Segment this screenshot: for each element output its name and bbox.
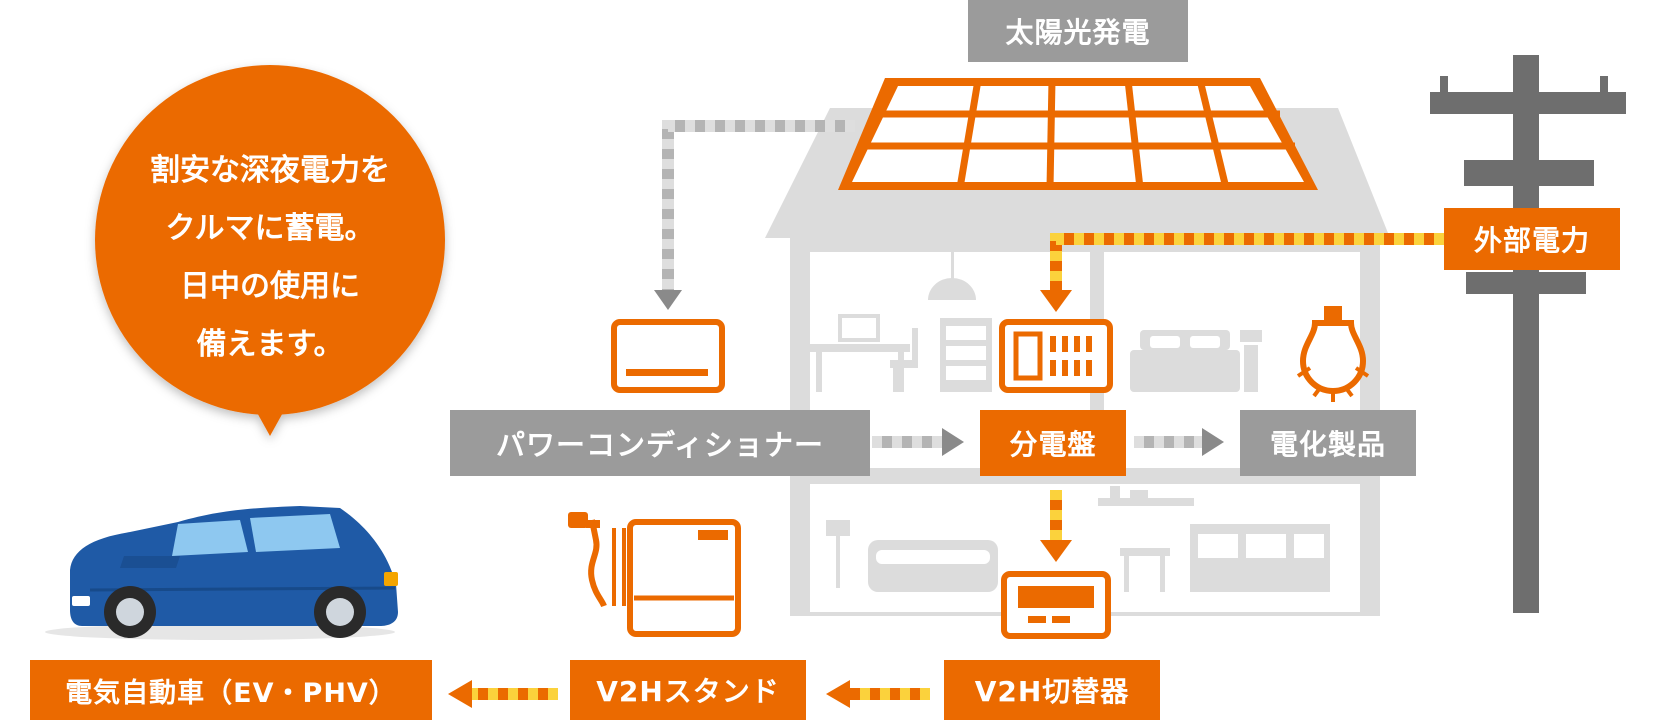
electric-car-icon	[45, 506, 398, 640]
power-conditioner-icon	[611, 319, 725, 393]
v2h-switch-icon	[1001, 571, 1111, 639]
speech-bubble	[95, 65, 445, 436]
external-power-line	[1040, 233, 1444, 312]
distribution-board-icon	[999, 319, 1113, 393]
solar-to-conditioner-line	[654, 120, 855, 310]
speech-bubble-text: 割安な深夜電力を クルマに蓄電。 日中の使用に 備えます。	[70, 142, 470, 374]
bubble-line: クルマに蓄電。	[165, 211, 375, 246]
bubble-line: 割安な深夜電力を	[150, 153, 390, 188]
switch-to-stand-arrow	[826, 680, 930, 708]
bubble-line: 日中の使用に	[180, 269, 360, 304]
power-conditioner-label: パワーコンディショナー	[450, 410, 870, 476]
stand-to-ev-arrow	[448, 680, 558, 708]
external-power-label: 外部電力	[1444, 208, 1620, 270]
v2h-switch-label: V2H切替器	[944, 660, 1160, 720]
v2h-stand-icon	[568, 512, 741, 637]
ev-label: 電気自動車（EV・PHV）	[30, 660, 432, 720]
utility-pole-icon	[1430, 55, 1626, 613]
board-to-switch-arrow	[1040, 490, 1072, 562]
bubble-line: 備えます。	[196, 327, 344, 362]
v2h-stand-label: V2Hスタンド	[570, 660, 806, 720]
solar-panel-icon	[838, 78, 1318, 190]
appliances-label: 電化製品	[1240, 410, 1416, 476]
distribution-board-label: 分電盤	[980, 410, 1126, 476]
solar-label: 太陽光発電	[968, 0, 1188, 62]
conditioner-to-board-arrow	[872, 428, 964, 456]
light-bulb-icon	[1296, 306, 1370, 402]
board-to-appliances-arrow	[1134, 428, 1224, 456]
